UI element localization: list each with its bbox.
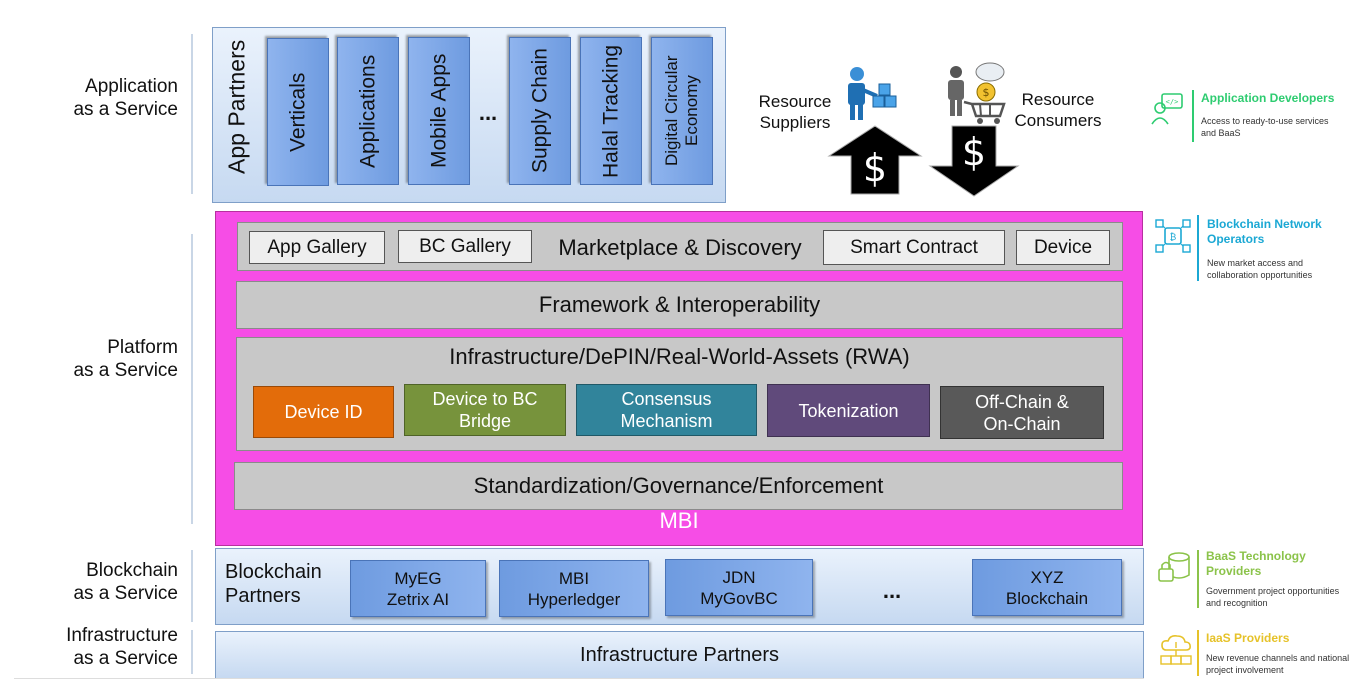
framework-row: Framework & Interoperability [236,281,1123,329]
app-partners-title: App Partners [223,39,250,175]
bc-tile-jdn[interactable]: JDN MyGovBC [665,559,813,616]
resource-suppliers-label: Resource Suppliers [758,92,832,132]
layer-divider [191,234,193,524]
layer-divider [191,550,193,622]
layer-label-application: Application as a Service [73,76,178,120]
layer-label-blockchain: Blockchain as a Service [73,560,178,604]
app-tile-verticals[interactable]: Verticals [267,38,329,186]
cloud-server-icon [1160,635,1192,665]
app-tile-digital-circular-economy[interactable]: Digital Circular Economy [651,37,713,185]
app-tile-halal-tracking[interactable]: Halal Tracking [580,37,642,185]
svg-text:$: $ [983,86,990,99]
infrastructure-partners-bar: Infrastructure Partners [215,631,1144,679]
role-desc-bc-operators: New market access and collaboration oppo… [1207,258,1313,280]
tokenization-block: Tokenization [767,384,930,437]
bc-tile-xyz[interactable]: XYZ Blockchain [972,559,1122,616]
svg-text:</>: </> [1166,98,1179,106]
role-desc-app-developers: Access to ready-to-use services and BaaS [1201,116,1329,138]
blockchain-network-icon: ₿ [1155,219,1191,253]
device-id-block: Device ID [253,386,394,438]
smart-contract-button[interactable]: Smart Contract [823,230,1005,265]
svg-text:₿: ₿ [1170,232,1177,243]
app-ellipsis: ... [478,100,498,125]
layer-divider [191,630,193,674]
blockchain-partners-title: Blockchain Partners [225,561,322,607]
role-bar [1192,90,1194,142]
device-to-bc-bridge-block: Device to BC Bridge [404,384,566,436]
role-bar [1197,215,1199,281]
role-title-iaas-providers: IaaS Providers [1206,631,1290,645]
bc-tile-mbi[interactable]: MBI Hyperledger [499,560,649,617]
layer-label-infrastructure: Infrastructure as a Service [66,625,178,669]
consumer-icon: $ [948,62,1006,124]
role-title-bc-operators: Blockchain Network Operators [1207,217,1322,246]
bc-gallery-button[interactable]: BC Gallery [398,230,532,263]
role-title-app-developers: Application Developers [1201,91,1335,105]
app-tile-applications[interactable]: Applications [337,37,399,185]
consensus-mechanism-block: Consensus Mechanism [576,384,757,436]
supplier-icon [848,67,897,120]
marketplace-title: Marketplace & Discovery [558,234,802,260]
bc-tile-myeg[interactable]: MyEG Zetrix AI [350,560,486,617]
up-arrow-icon [827,125,923,195]
database-lock-icon [1158,552,1190,582]
infrastructure-depin-title: Infrastructure/DePIN/Real-World-Assets (… [449,344,910,369]
layer-divider [191,34,193,194]
role-bar [1197,550,1199,608]
layer-label-platform: Platform as a Service [73,337,178,381]
off-chain-on-chain-block: Off-Chain & On-Chain [940,386,1104,439]
role-title-baas-providers: BaaS Technology Providers [1206,549,1306,578]
role-desc-baas-providers: Government project opportunities and rec… [1206,586,1340,608]
developer-icon: </> [1151,93,1183,125]
mbi-label: MBI [659,508,699,533]
bc-ellipsis: ... [882,578,902,603]
down-arrow-icon [928,125,1020,197]
up-arrow-dollar: $ [862,146,888,190]
role-bar [1197,630,1199,676]
bottom-divider [14,678,1144,679]
app-gallery-button[interactable]: App Gallery [249,231,385,264]
resource-consumers-label: Resource Consumers [1014,90,1102,130]
down-arrow-dollar: $ [961,130,987,174]
device-button[interactable]: Device [1016,230,1110,265]
role-desc-iaas-providers: New revenue channels and national projec… [1206,653,1350,675]
app-tile-supply-chain[interactable]: Supply Chain [509,37,571,185]
app-tile-mobile-apps[interactable]: Mobile Apps [408,37,470,185]
standardization-row: Standardization/Governance/Enforcement [234,462,1123,510]
